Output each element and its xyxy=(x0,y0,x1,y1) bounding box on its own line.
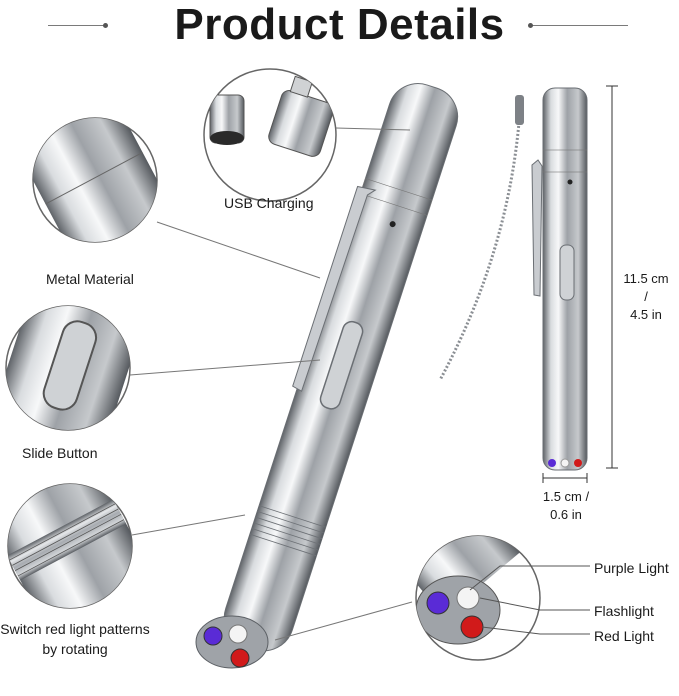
rotate-leader-line xyxy=(131,514,246,536)
width-dimension-label: 1.5 cm / 0.6 in xyxy=(536,488,596,524)
main-pen-image xyxy=(223,83,459,652)
usb-leader-line xyxy=(335,127,411,131)
small-pen-image xyxy=(438,87,588,471)
red-light-label: Red Light xyxy=(594,628,654,644)
slide-detail-circle xyxy=(5,305,131,431)
rotate-detail-circle xyxy=(7,483,133,609)
switch-red-light-label: Switch red light patterns by rotating xyxy=(0,621,150,657)
light-pointer-lines xyxy=(469,565,590,635)
slide-leader-line xyxy=(129,359,321,376)
metal-detail-circle xyxy=(32,117,158,243)
title-divider-right xyxy=(528,23,628,28)
width-in: 0.6 in xyxy=(550,507,582,522)
lights-detail-circle xyxy=(415,535,541,661)
height-dimension-label: 11.5 cm / 4.5 in xyxy=(622,270,670,324)
height-cm: 11.5 cm / xyxy=(623,271,669,304)
usb-detail-circle xyxy=(203,68,337,202)
main-pen-head xyxy=(195,615,269,669)
purple-light-label: Purple Light xyxy=(594,560,669,576)
width-cm: 1.5 cm / xyxy=(542,489,590,504)
title-divider-left xyxy=(48,23,108,28)
height-in: 4.5 in xyxy=(630,307,662,322)
page-title: Product Details xyxy=(174,0,505,49)
width-dimension-line xyxy=(542,473,588,483)
height-dimension-line xyxy=(606,85,618,469)
flashlight-label: Flashlight xyxy=(594,603,654,619)
metal-material-label: Metal Material xyxy=(46,271,134,287)
lights-leader-line xyxy=(274,601,413,641)
metal-leader-line xyxy=(156,221,321,279)
usb-charging-label: USB Charging xyxy=(224,195,314,211)
slide-button-label: Slide Button xyxy=(22,445,98,461)
